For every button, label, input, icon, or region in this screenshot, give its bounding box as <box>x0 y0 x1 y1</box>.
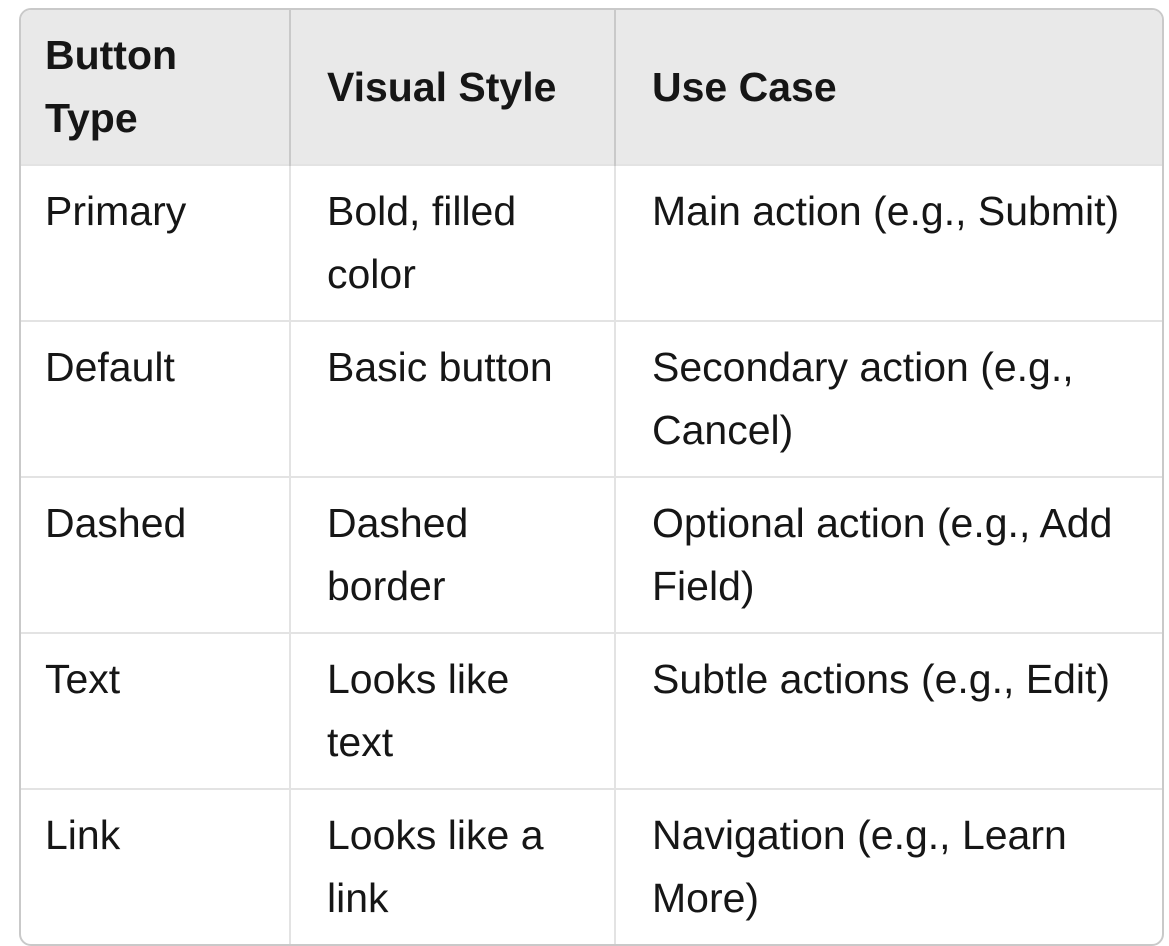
header-cell-use-case: Use Case <box>614 10 1162 165</box>
table-row-link: Link Looks like a link Navigation (e.g.,… <box>21 788 1162 944</box>
table-cell: Optional action (e.g., Add Field) <box>614 476 1162 633</box>
table-row-text: Text Looks like text Subtle actions (e.g… <box>21 632 1162 789</box>
button-types-table-container: Button Type Visual Style Use Case Primar… <box>19 8 1164 946</box>
table-cell: Dashed <box>21 476 290 633</box>
table-row-default: Default Basic button Secondary action (e… <box>21 320 1162 477</box>
table-cell: Subtle actions (e.g., Edit) <box>614 632 1162 789</box>
header-cell-button-type: Button Type <box>21 10 290 165</box>
header-cell-visual-style: Visual Style <box>289 10 615 165</box>
table-cell: Text <box>21 632 290 789</box>
table-cell: Looks like a link <box>289 788 615 944</box>
table-cell: Secondary action (e.g., Cancel) <box>614 320 1162 477</box>
table-row-primary: Primary Bold, filled color Main action (… <box>21 164 1162 321</box>
table-cell: Link <box>21 788 290 944</box>
table-cell: Bold, filled color <box>289 164 615 321</box>
table-cell: Default <box>21 320 290 477</box>
table-cell: Looks like text <box>289 632 615 789</box>
table-header-row: Button Type Visual Style Use Case <box>21 10 1162 165</box>
table-cell: Dashed border <box>289 476 615 633</box>
table-cell: Basic button <box>289 320 615 477</box>
table-cell: Navigation (e.g., Learn More) <box>614 788 1162 944</box>
table-cell: Main action (e.g., Submit) <box>614 164 1162 321</box>
table-row-dashed: Dashed Dashed border Optional action (e.… <box>21 476 1162 633</box>
button-types-table: Button Type Visual Style Use Case Primar… <box>21 10 1162 944</box>
table-cell: Primary <box>21 164 290 321</box>
